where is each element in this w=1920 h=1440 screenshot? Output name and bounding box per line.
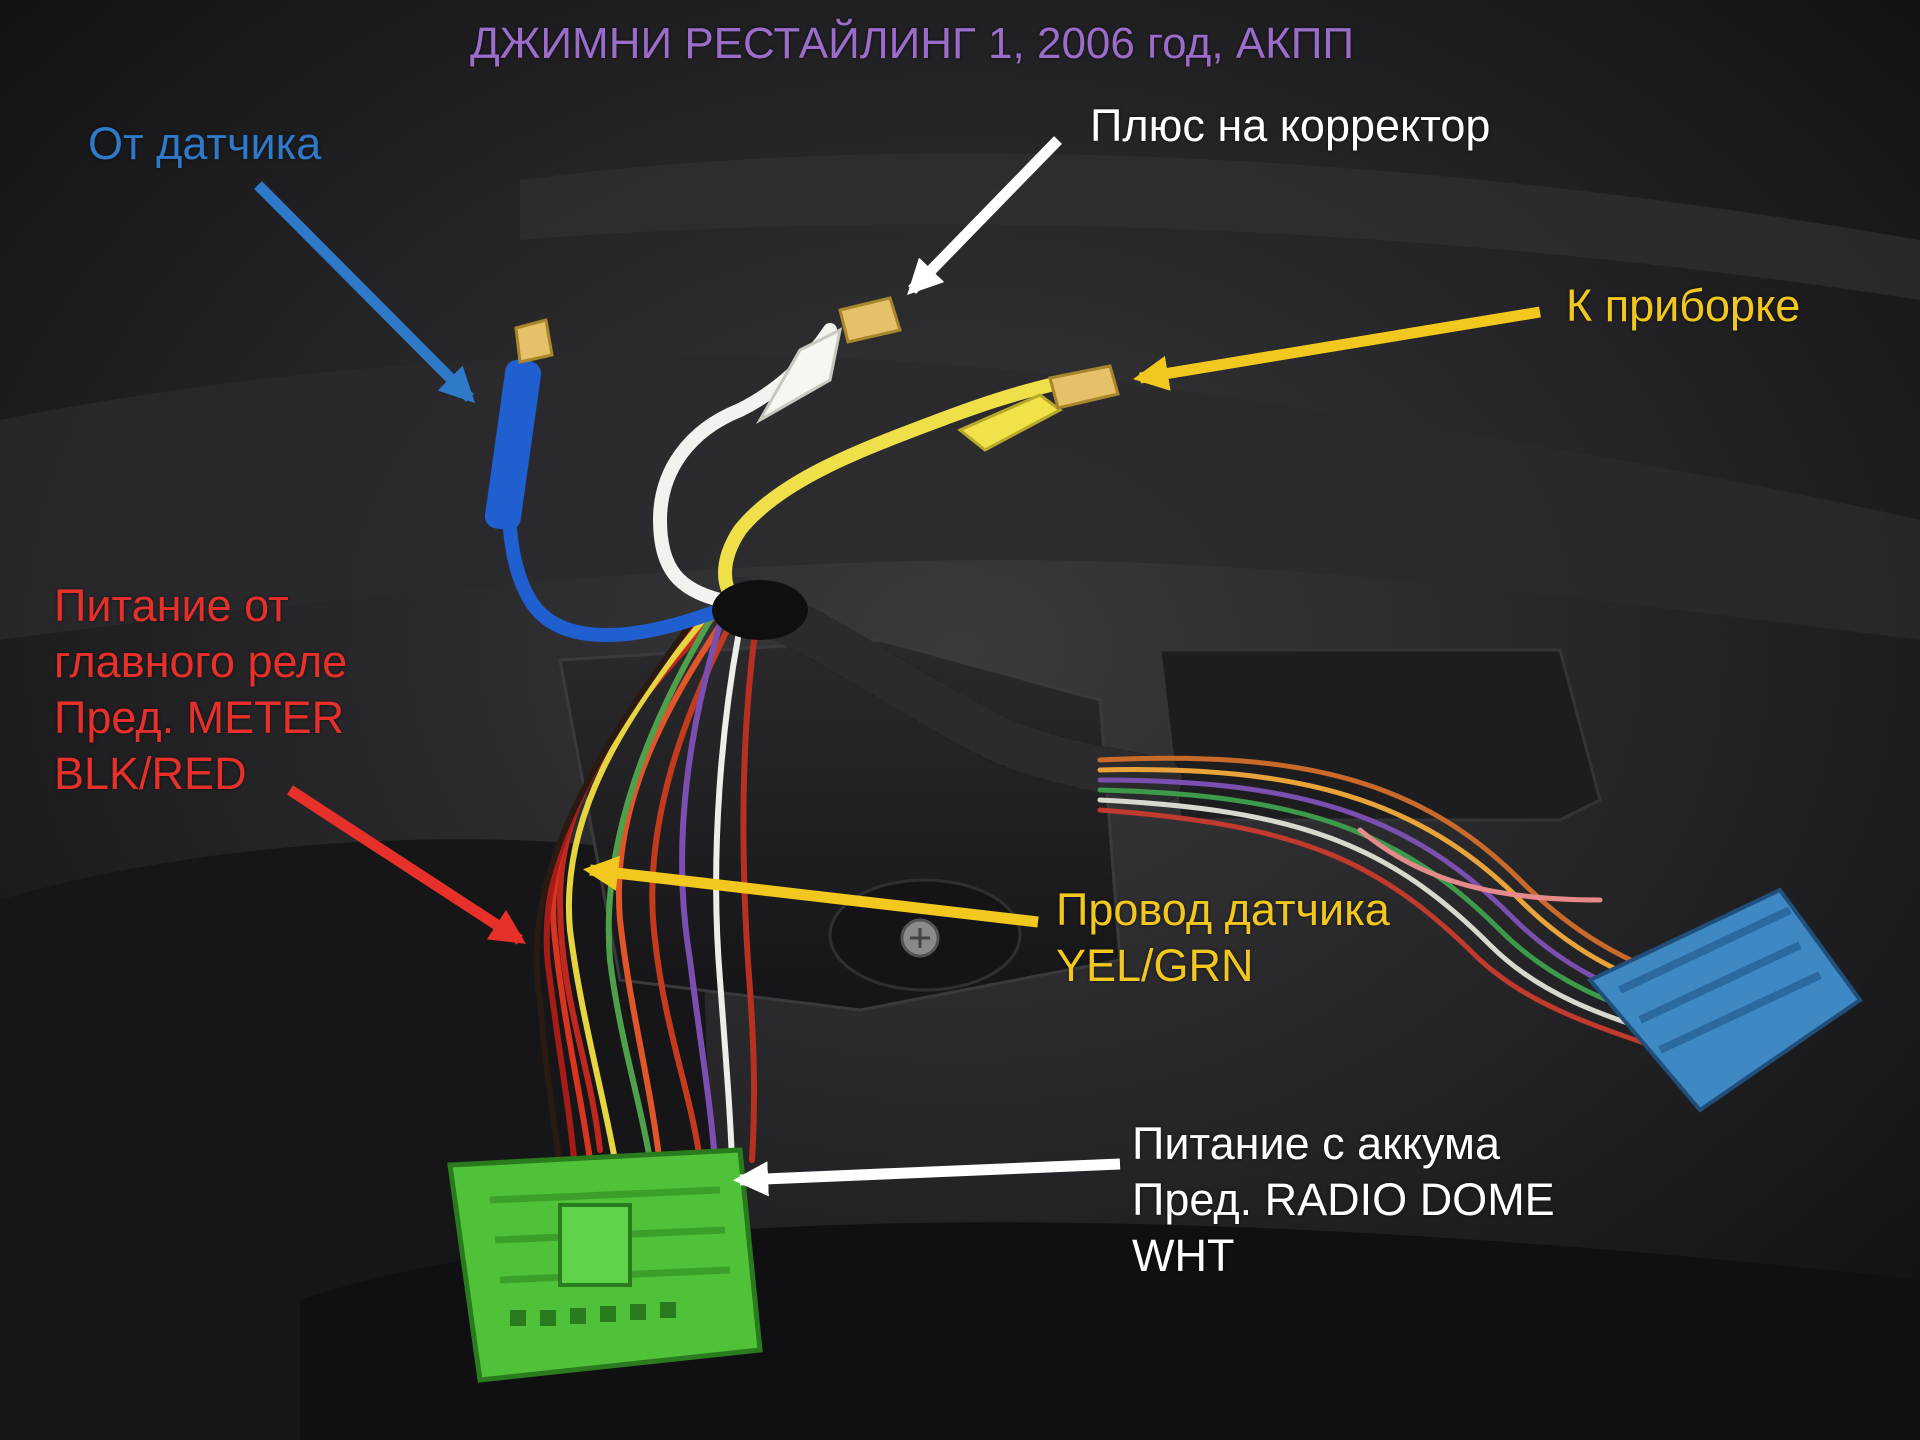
- blue-insulation-sleeve: [484, 359, 542, 531]
- annotation-line: К приборке: [1566, 280, 1801, 331]
- arrow-sensor-in: [254, 181, 475, 403]
- dash-recess: [1158, 648, 1602, 822]
- annotation-line: Пред. METER: [54, 692, 345, 743]
- screw-slot: [910, 928, 930, 948]
- wire-yellow: [718, 378, 1057, 612]
- white-insulation-sleeve: [755, 327, 843, 425]
- page-title: ДЖИМНИ РЕСТАЙЛИНГ 1, 2006 год, АКПП: [470, 19, 1355, 68]
- label-plus-corrector: Плюс на корректор: [1090, 98, 1490, 154]
- annotation-line: Плюс на корректор: [1090, 100, 1491, 151]
- harness-down: [533, 597, 763, 1173]
- yellow-terminal: [1048, 364, 1120, 410]
- yellow-insulation-sleeve: [957, 393, 1063, 452]
- arrow-main-relay-power: [286, 785, 526, 945]
- label-sensor-in: От датчика: [88, 116, 321, 172]
- arrow-to-cluster: [1133, 306, 1541, 391]
- annotation-line: главного реле: [54, 636, 348, 687]
- white-terminal: [838, 296, 902, 344]
- dash-ridge: [520, 153, 1920, 300]
- arrow-plus-corrector: [907, 136, 1062, 296]
- annotation-line: Питание с аккума: [1132, 1118, 1500, 1169]
- dash-panel-upper: [0, 354, 1920, 640]
- annotation-line: Питание от: [54, 580, 289, 631]
- harness-junction: [712, 580, 808, 640]
- green-connector: [447, 1147, 763, 1383]
- annotation-line: YEL/GRN: [1056, 940, 1254, 991]
- label-to-cluster: К приборке: [1566, 278, 1800, 334]
- annotation-line: WHT: [1132, 1230, 1235, 1281]
- blue-connector: [1586, 887, 1863, 1113]
- annotation-line: Провод датчика: [1056, 884, 1390, 935]
- annotation-line: BLK/RED: [54, 748, 247, 799]
- wire-loom-ribs: [717, 577, 1183, 803]
- annotation-line: От датчика: [88, 118, 322, 169]
- arrow-sensor-wire: [583, 855, 1039, 928]
- blue-terminal: [514, 318, 554, 364]
- harness-right: [1097, 755, 1683, 1058]
- arrow-battery-power: [732, 1158, 1121, 1197]
- annotation-line: Пред. RADIO DOME: [1132, 1174, 1555, 1225]
